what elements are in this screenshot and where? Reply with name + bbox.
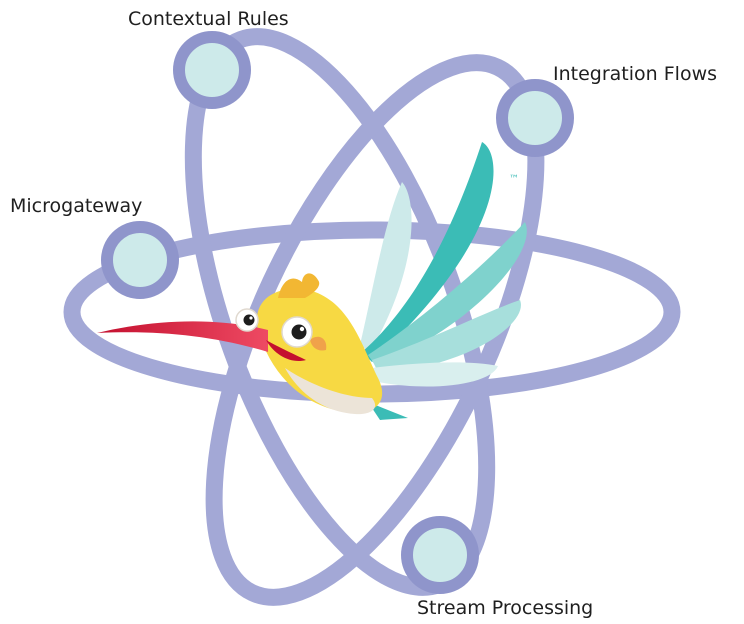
wing-teal-tall (362, 142, 494, 362)
beak (97, 321, 268, 352)
wing-pale-low (372, 362, 498, 387)
wing-teal-mid (368, 222, 527, 365)
node-contextual-rules (173, 31, 251, 109)
mouth (266, 340, 306, 362)
hummingbird-logo (97, 142, 527, 420)
eye-left (235, 308, 259, 332)
bird-belly (285, 368, 376, 415)
trademark-mark: ™ (509, 174, 519, 185)
tail (368, 402, 408, 420)
label-microgateway: Microgateway (10, 195, 143, 217)
node-stream-processing (401, 516, 479, 594)
label-stream-processing: Stream Processing (417, 597, 594, 619)
wing-teal-light (372, 300, 521, 372)
crest (278, 273, 320, 298)
eye-right (281, 316, 313, 348)
cheek (310, 336, 327, 351)
node-integration-flows (496, 79, 574, 157)
label-integration-flows: Integration Flows (553, 63, 718, 85)
wing-pale-vertical (360, 182, 412, 352)
label-contextual-rules: Contextual Rules (128, 8, 289, 30)
node-microgateway (101, 221, 179, 299)
